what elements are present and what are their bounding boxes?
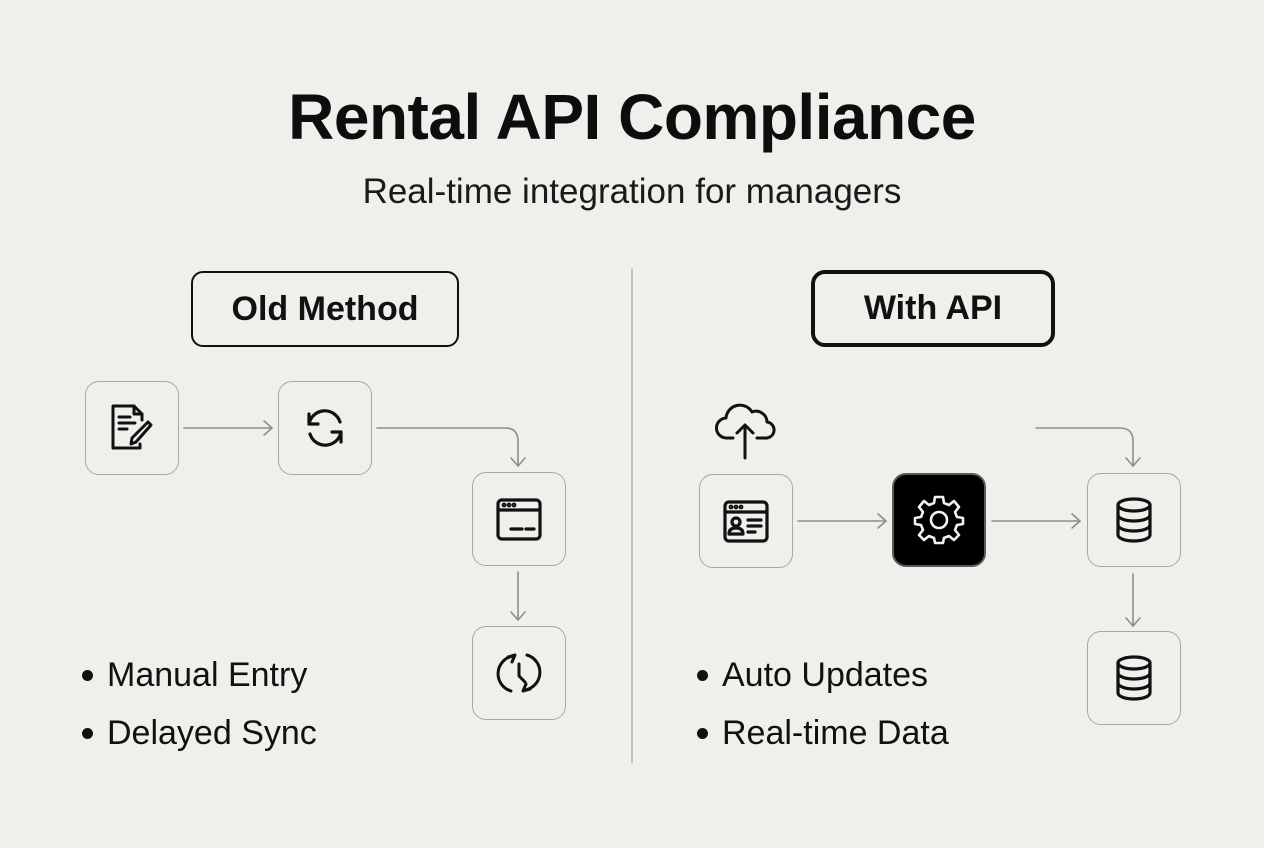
with-api-bullets: Auto Updates Real-time Data <box>697 646 949 762</box>
database-icon <box>1116 655 1152 701</box>
node-refresh <box>278 381 372 475</box>
node-database-replica <box>1087 631 1181 725</box>
node-browser-window <box>472 472 566 566</box>
node-document-edit <box>85 381 179 475</box>
node-gear-processor <box>892 473 986 567</box>
bullet-item: Delayed Sync <box>82 704 317 762</box>
section-divider <box>631 268 633 763</box>
node-clock-sync <box>472 626 566 720</box>
old-method-bullets: Manual Entry Delayed Sync <box>82 646 317 762</box>
bullet-dot-icon <box>82 727 93 739</box>
bullet-dot-icon <box>697 727 708 739</box>
node-profile-window <box>699 474 793 568</box>
page-title: Rental API Compliance <box>288 81 976 153</box>
clock-sync-icon <box>496 653 542 693</box>
bullet-item: Manual Entry <box>82 646 317 704</box>
profile-window-icon <box>723 500 769 543</box>
node-database-primary <box>1087 473 1181 567</box>
document-edit-icon <box>111 404 153 450</box>
with-api-label: With API <box>811 270 1055 347</box>
page-subtitle: Real-time integration for managers <box>362 172 902 211</box>
cloud-upload-icon <box>715 403 776 460</box>
refresh-icon <box>307 409 343 447</box>
bullet-dot-icon <box>82 669 93 681</box>
old-method-label: Old Method <box>191 271 459 347</box>
browser-window-icon <box>496 498 542 541</box>
bullet-item: Auto Updates <box>697 646 949 704</box>
database-icon <box>1116 497 1152 543</box>
bullet-dot-icon <box>697 669 708 681</box>
bullet-item: Real-time Data <box>697 704 949 762</box>
gear-icon <box>913 495 965 545</box>
